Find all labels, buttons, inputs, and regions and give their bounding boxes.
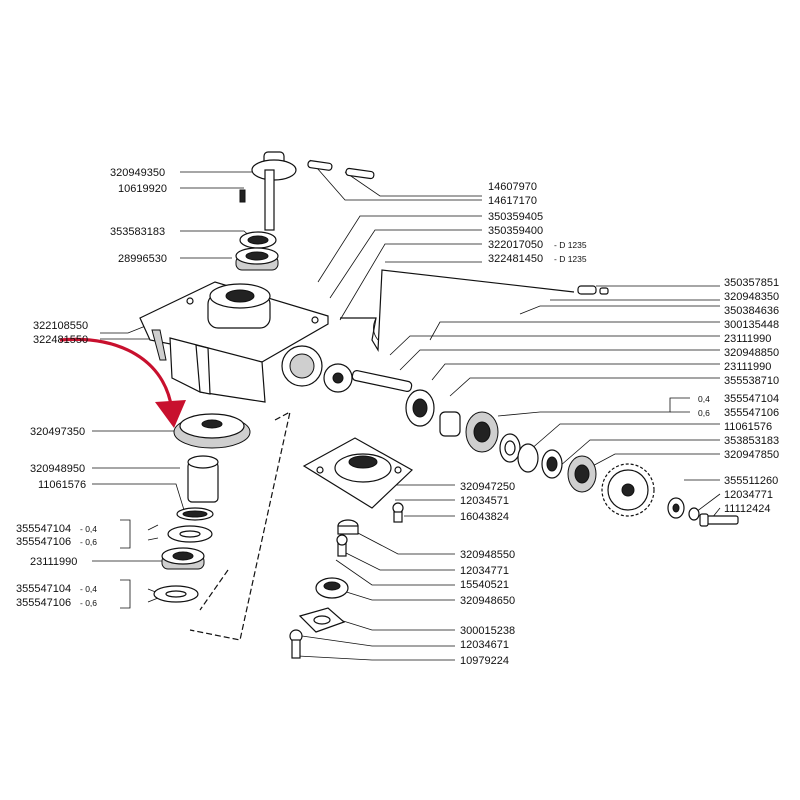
label-320948550: 320948550: [460, 549, 515, 561]
labels-left: 320949350 10619920 353583183 28996530 32…: [16, 167, 167, 609]
label-11112424: 11112424: [724, 503, 771, 515]
label-14617170: 14617170: [488, 195, 537, 207]
sprocket-gear: [601, 463, 655, 517]
upper-bearing: [235, 247, 279, 271]
labels-right: 350357851 320948350 350384636 300135448 …: [698, 277, 779, 515]
label-355547106-c: 355547106: [724, 407, 779, 419]
label-320948950: 320948950: [30, 463, 85, 475]
label-320947250: 320947250: [460, 481, 515, 493]
label-320949350: 320949350: [110, 167, 165, 179]
label-350359400: 350359400: [488, 225, 543, 237]
right-bearing-2: [465, 411, 499, 453]
label-thickness-06-b: - 0,6: [80, 598, 97, 608]
assembly-dashed-lines: [189, 410, 291, 641]
label-15540521: 15540521: [460, 579, 509, 591]
leader-lines: [92, 159, 721, 661]
label-320947850: 320947850: [724, 449, 779, 461]
label-thickness-04-b: - 0,4: [80, 584, 97, 594]
knob-assembly: [239, 151, 375, 231]
label-353583183: 353583183: [110, 226, 165, 238]
lower-bearing: [161, 547, 205, 570]
upper-shim-washer: [167, 525, 213, 543]
label-thickness-04-a: - 0,4: [80, 524, 97, 534]
circlip: [176, 507, 214, 521]
label-28996530: 28996530: [118, 253, 167, 265]
label-300135448: 300135448: [724, 319, 779, 331]
label-355547106-b: 355547106: [16, 597, 71, 609]
right-shim-washer: [499, 433, 521, 463]
label-12034771-b: 12034771: [460, 565, 509, 577]
label-320948350: 320948350: [724, 291, 779, 303]
label-14607970: 14607970: [488, 181, 537, 193]
label-350357851: 350357851: [724, 277, 779, 289]
label-320497350: 320497350: [30, 426, 85, 438]
label-thickness-06-c: 0,6: [698, 408, 710, 418]
drive-shaft: [351, 370, 413, 392]
label-320948850: 320948850: [724, 347, 779, 359]
label-300015238: 300015238: [460, 625, 515, 637]
nut-cap: [337, 519, 359, 535]
label-d1235-a: - D 1235: [554, 240, 587, 250]
control-rod: [340, 269, 609, 353]
bevel-gear: [173, 413, 251, 449]
red-arrow-indicator: [59, 337, 186, 428]
label-350359405: 350359405: [488, 211, 543, 223]
label-320948650: 320948650: [460, 595, 515, 607]
right-circlip: [517, 443, 539, 473]
label-11061576: 11061576: [38, 479, 86, 491]
right-seal: [541, 449, 563, 479]
label-322481550: 322481550: [33, 334, 88, 346]
gear-housing: [139, 281, 329, 403]
label-11061576-b: 11061576: [724, 421, 772, 433]
label-10979224: 10979224: [460, 655, 509, 667]
sleeve-bushing: [187, 455, 219, 503]
center-seal-ring: [315, 577, 349, 599]
bolt-right: [699, 513, 739, 527]
label-322108550: 322108550: [33, 320, 88, 332]
label-23111990: 23111990: [30, 556, 77, 568]
label-355538710: 355538710: [724, 375, 779, 387]
label-322481450: 322481450: [488, 253, 543, 265]
pinion-gear: [323, 363, 353, 393]
label-d1235-b: - D 1235: [554, 254, 587, 264]
labels-top: 14607970 14617170 350359405 350359400 32…: [488, 181, 587, 265]
labels-center: 320947250 12034571 16043824 320948550 12…: [460, 481, 515, 667]
label-23111990-a: 23111990: [724, 333, 771, 345]
right-bearing-1: [405, 389, 435, 427]
lock-washer-right: [688, 507, 700, 521]
label-355511260: 355511260: [724, 475, 778, 487]
label-thickness-06-a: - 0,6: [80, 537, 97, 547]
label-12034771-a: 12034771: [724, 489, 773, 501]
cover-screw: [392, 502, 404, 523]
flange-plate: [298, 607, 346, 633]
label-12034671: 12034671: [460, 639, 509, 651]
label-355547104-a: 355547104: [16, 523, 71, 535]
flange-screw: [289, 629, 303, 659]
spacer-tube: [439, 411, 461, 437]
seal-cover-plate: [302, 437, 414, 509]
lower-shim-washer: [153, 585, 199, 603]
label-10619920: 10619920: [118, 183, 167, 195]
label-16043824: 16043824: [460, 511, 509, 523]
label-353853183: 353853183: [724, 435, 779, 447]
label-thickness-04-c: 0,4: [698, 394, 710, 404]
label-350384636: 350384636: [724, 305, 779, 317]
label-355547106-a: 355547106: [16, 536, 71, 548]
lock-screw: [336, 534, 348, 557]
label-355547104-c: 355547104: [724, 393, 779, 405]
label-12034571: 12034571: [460, 495, 509, 507]
right-bearing-3: [567, 455, 597, 493]
upper-bearing-ring: [239, 231, 277, 249]
washer-right: [667, 497, 685, 519]
label-23111990-b: 23111990: [724, 361, 771, 373]
label-355547104-b: 355547104: [16, 583, 71, 595]
label-322017050: 322017050: [488, 239, 543, 251]
